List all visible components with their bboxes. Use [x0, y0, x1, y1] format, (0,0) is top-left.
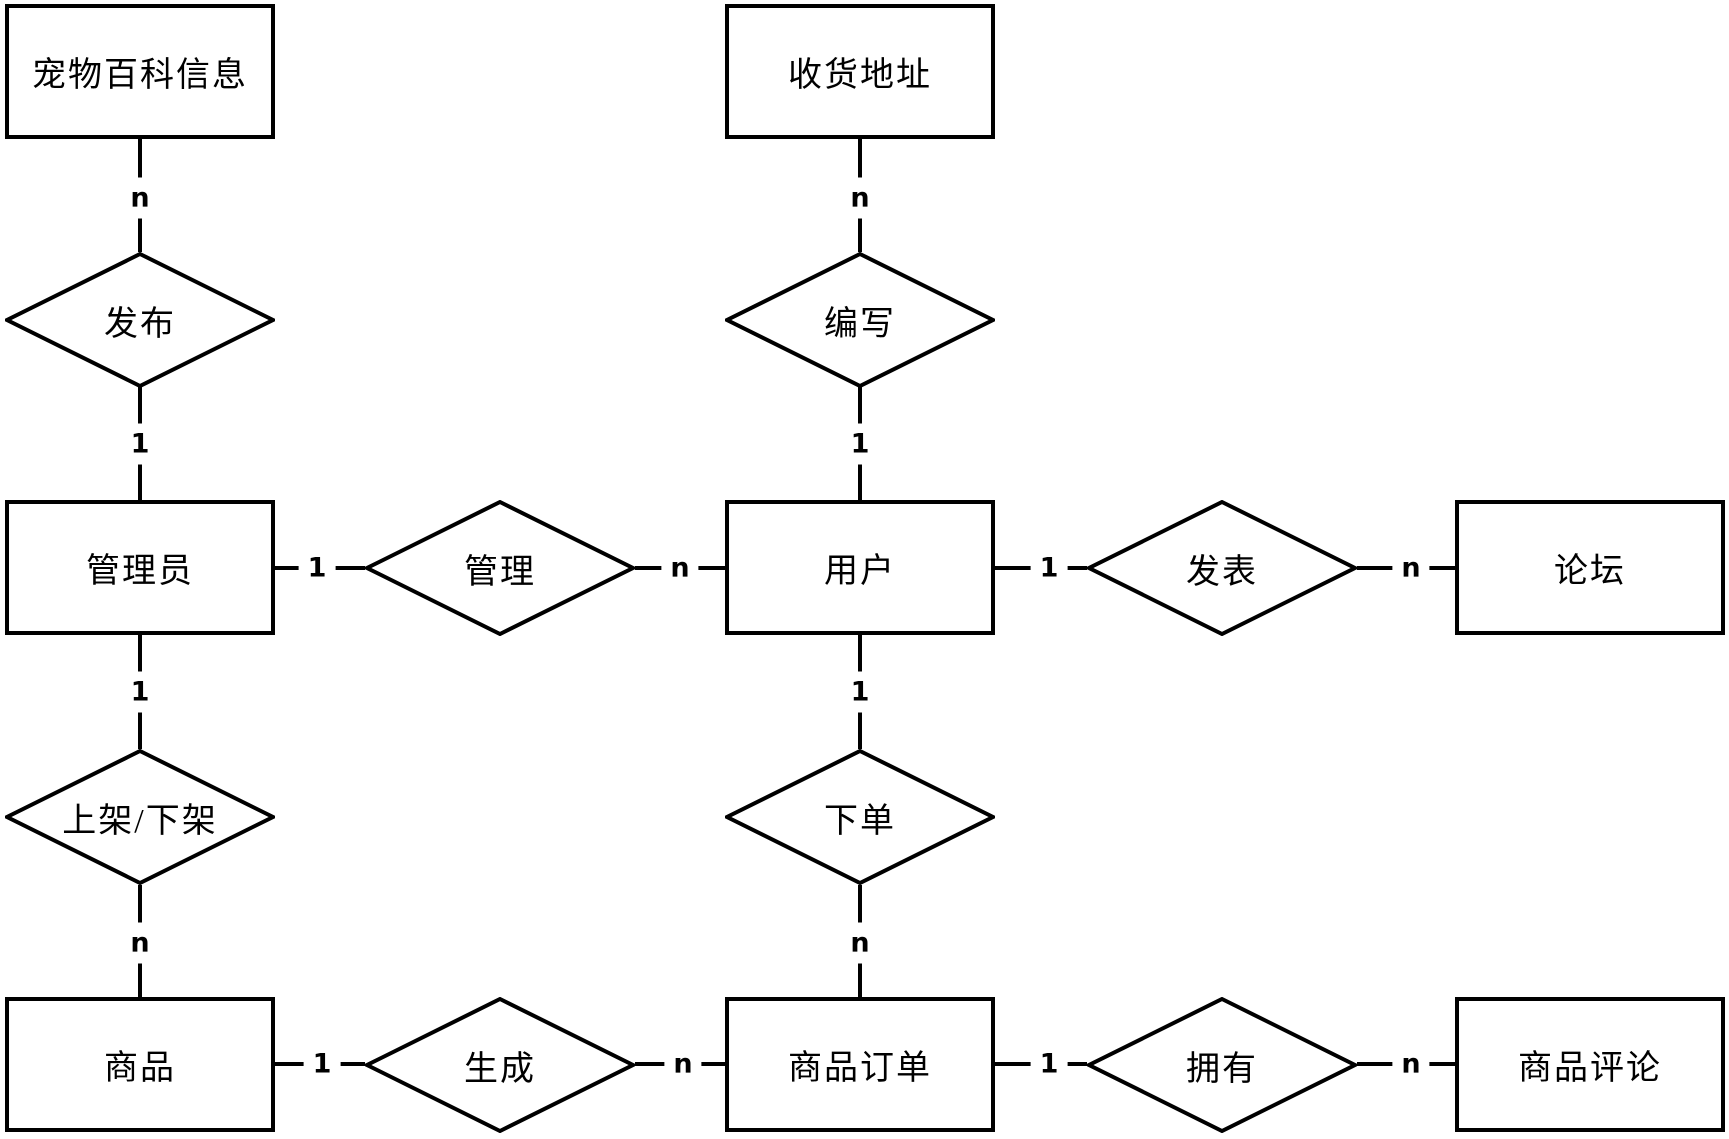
relationship-publish-diamond: 发布	[5, 252, 275, 388]
relationship-manage-label: 管理	[464, 553, 536, 591]
relationship-own-label: 拥有	[1186, 1050, 1258, 1088]
relationship-generate-diamond: 生成	[365, 997, 635, 1133]
cardinality-shelve-n: n	[127, 922, 153, 964]
entity-shipping-address-label: 收货地址	[788, 57, 932, 94]
relationship-compose-diamond: 编写	[725, 252, 995, 388]
entity-product-order: 商品订单	[725, 997, 995, 1132]
relationship-own-diamond: 拥有	[1087, 997, 1357, 1133]
cardinality-manage-n: n	[661, 552, 699, 584]
entity-pet-encyclopedia-label: 宠物百科信息	[32, 57, 248, 94]
relationship-place-order-label: 下单	[824, 802, 896, 840]
diamond-shape-icon	[365, 997, 635, 1133]
relationship-shelve-diamond: 上架/下架	[5, 749, 275, 885]
relationship-generate-label: 生成	[464, 1050, 536, 1088]
entity-product: 商品	[5, 997, 275, 1132]
cardinality-compose-1: 1	[847, 423, 873, 465]
diamond-shape-icon	[1087, 500, 1357, 636]
entity-pet-encyclopedia: 宠物百科信息	[5, 4, 275, 139]
relationship-publish-label: 发布	[104, 305, 176, 343]
entity-admin: 管理员	[5, 500, 275, 635]
relationship-manage-diamond: 管理	[365, 500, 635, 636]
relationship-shelve-label: 上架/下架	[62, 802, 218, 840]
cardinality-post-n: n	[1392, 552, 1430, 584]
diamond-shape-icon	[365, 500, 635, 636]
entity-product-review-label: 商品评论	[1518, 1050, 1662, 1087]
diamond-shape-icon	[725, 252, 995, 388]
relationship-compose-label: 编写	[824, 305, 896, 343]
cardinality-place-order-1: 1	[847, 671, 873, 713]
entity-shipping-address: 收货地址	[725, 4, 995, 139]
cardinality-own-1: 1	[1030, 1048, 1068, 1080]
cardinality-manage-1: 1	[298, 552, 336, 584]
cardinality-publish-1: 1	[127, 423, 153, 465]
relationship-place-order-diamond: 下单	[725, 749, 995, 885]
entity-product-order-label: 商品订单	[788, 1050, 932, 1087]
entity-user: 用户	[725, 500, 995, 635]
diamond-shape-icon	[1087, 997, 1357, 1133]
entity-forum: 论坛	[1455, 500, 1725, 635]
entity-product-label: 商品	[104, 1050, 176, 1087]
relationship-post-label: 发表	[1186, 553, 1258, 591]
relationship-post-diamond: 发表	[1087, 500, 1357, 636]
diamond-shape-icon	[725, 749, 995, 885]
entity-admin-label: 管理员	[86, 553, 194, 590]
entity-forum-label: 论坛	[1554, 553, 1626, 590]
cardinality-place-order-n: n	[847, 922, 873, 964]
entity-product-review: 商品评论	[1455, 997, 1725, 1132]
cardinality-generate-1: 1	[303, 1048, 341, 1080]
entity-user-label: 用户	[824, 553, 896, 590]
cardinality-generate-n: n	[664, 1048, 702, 1080]
cardinality-publish-n: n	[127, 177, 153, 219]
cardinality-shelve-1: 1	[127, 671, 153, 713]
diamond-shape-icon	[5, 252, 275, 388]
cardinality-compose-n: n	[847, 177, 873, 219]
cardinality-post-1: 1	[1030, 552, 1068, 584]
cardinality-own-n: n	[1392, 1048, 1430, 1080]
diamond-shape-icon	[5, 749, 275, 885]
